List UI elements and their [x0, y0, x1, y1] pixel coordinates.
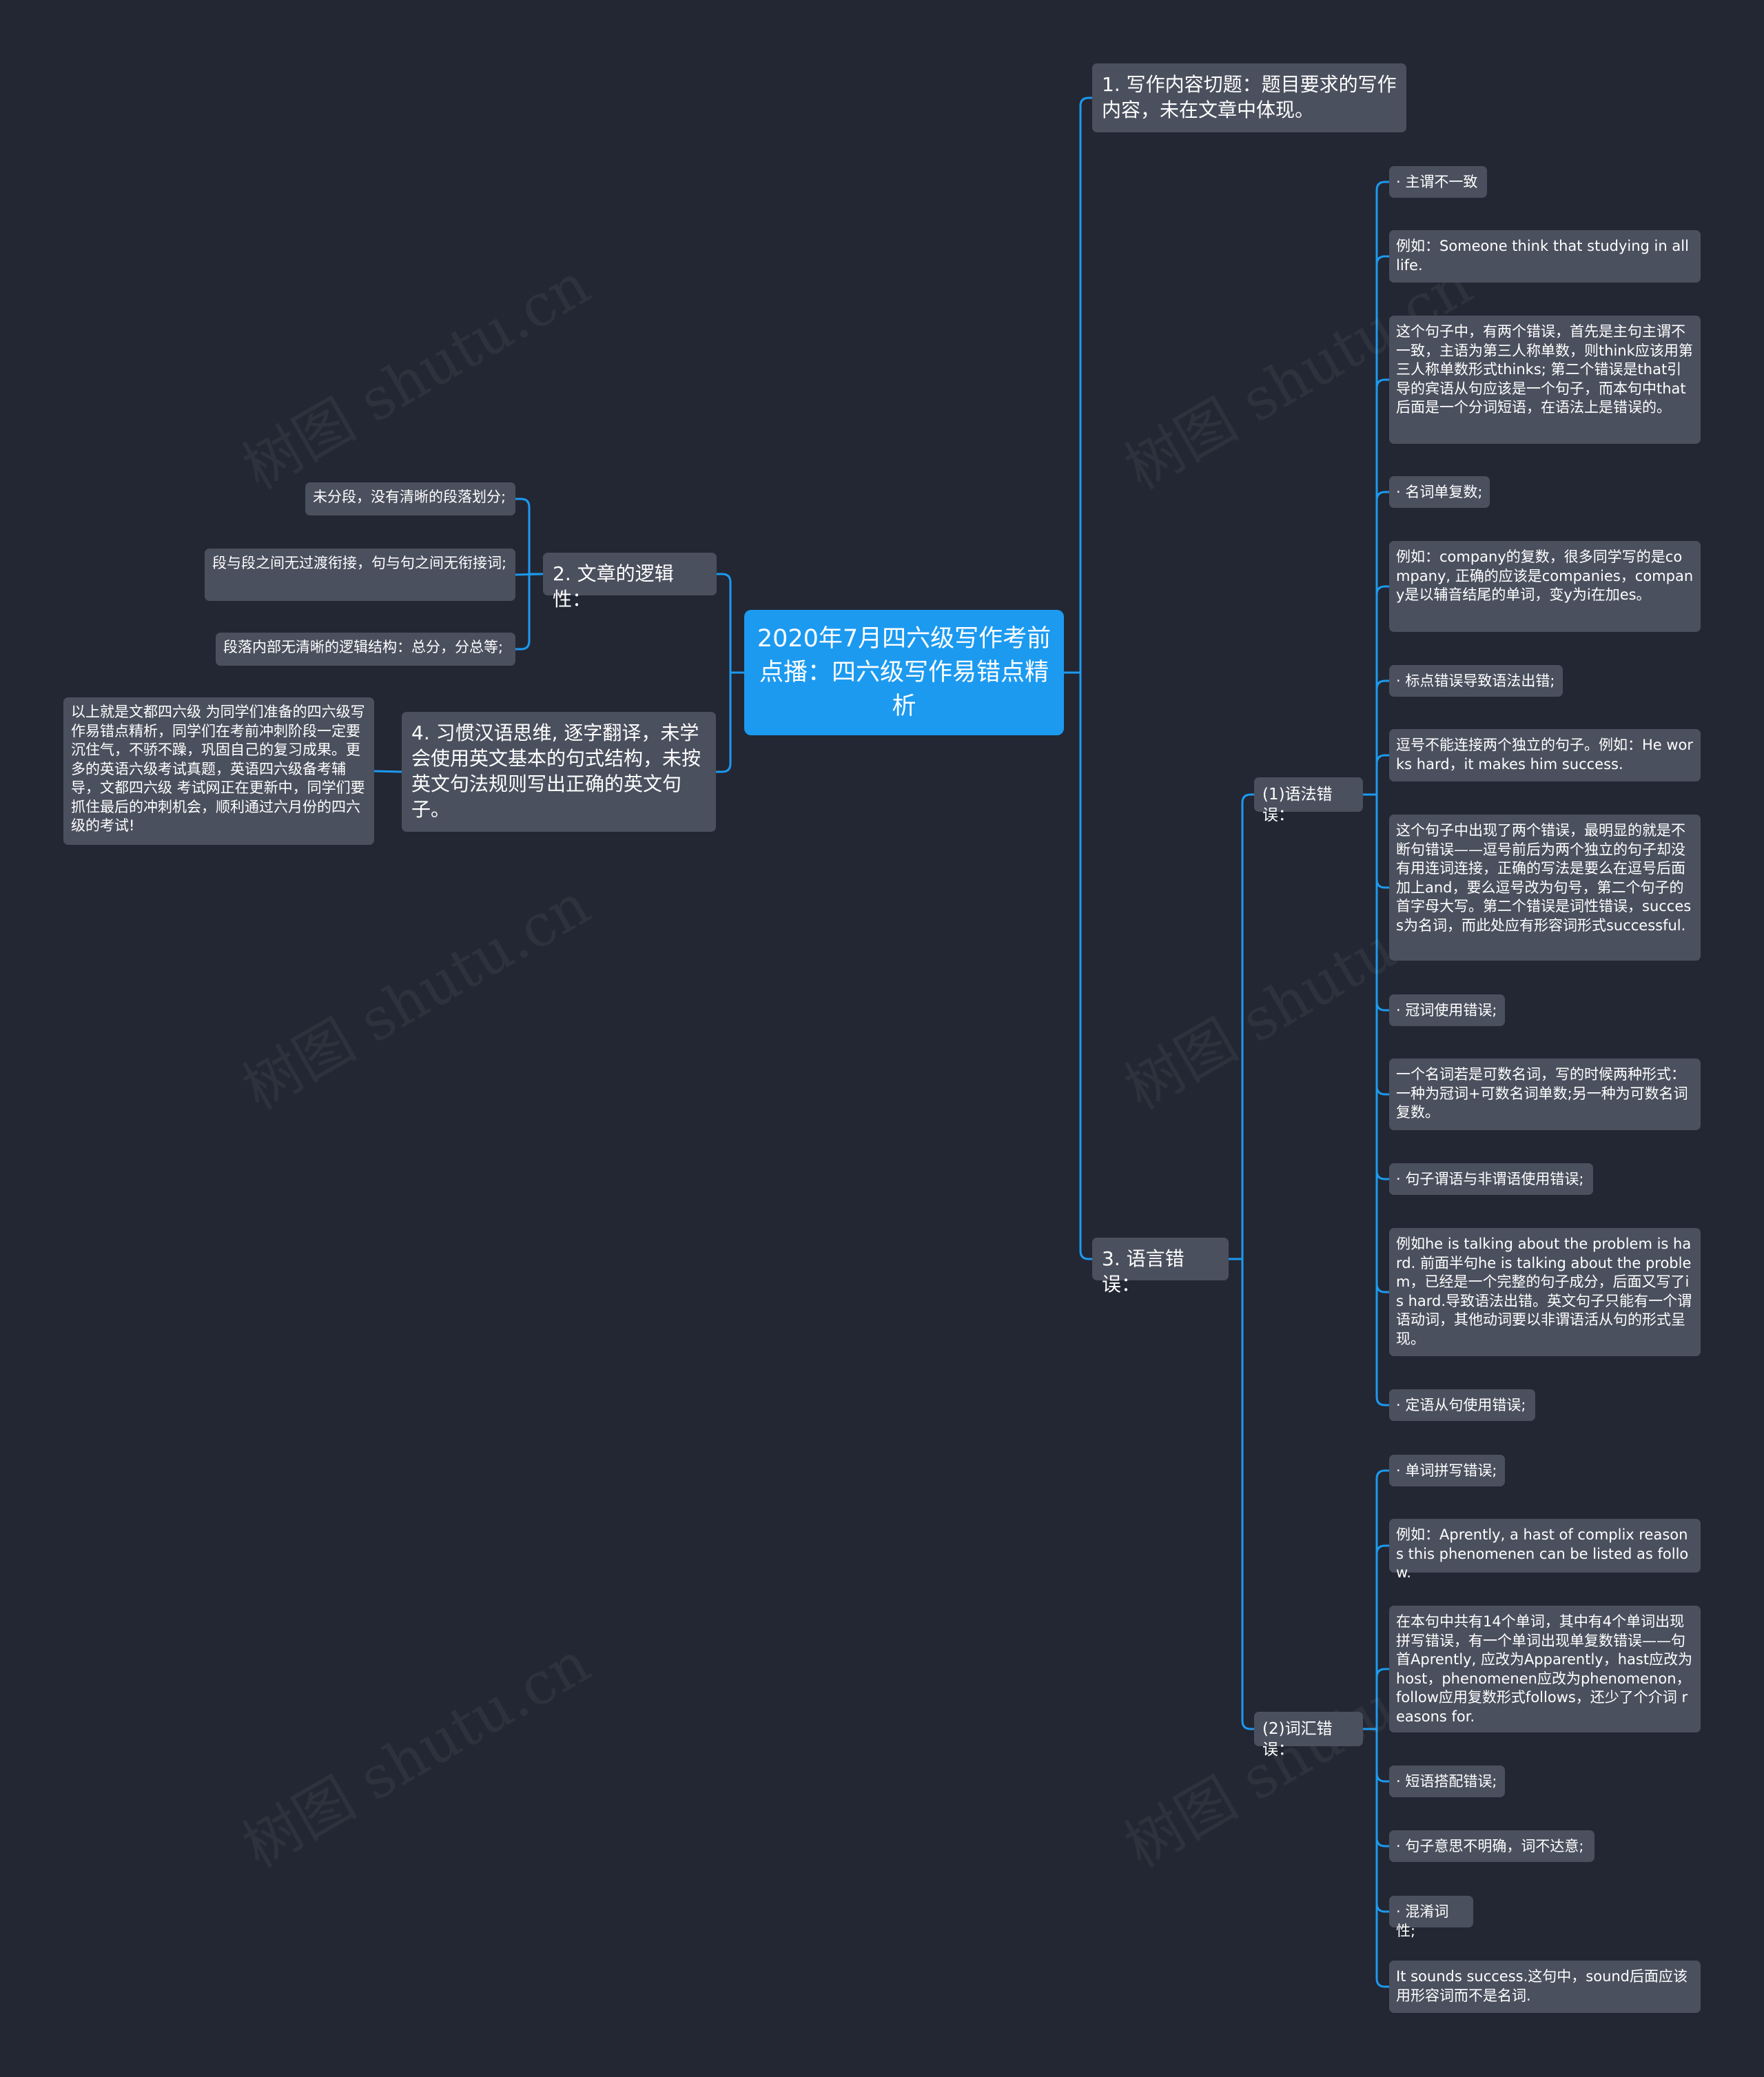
connector — [1363, 585, 1389, 796]
grammar-item[interactable]: 例如：Someone think that studying in all li… — [1389, 230, 1701, 283]
grammar-item[interactable]: 这个句子中出现了两个错误，最明显的就是不断句错误——逗号前后为两个独立的句子却没… — [1389, 815, 1701, 961]
vocab-item[interactable]: · 句子意思不明确，词不达意; — [1389, 1830, 1594, 1862]
summary-note[interactable]: 以上就是文都四六级 为同学们准备的四六级写作易错点精析，同学们在考前冲刺阶段一定… — [63, 697, 374, 845]
connector — [1363, 1728, 1389, 1988]
vocab-item[interactable]: 例如：Aprently, a hast of complix reasons t… — [1389, 1519, 1701, 1581]
grammar-item[interactable]: · 冠词使用错误; — [1389, 994, 1505, 1026]
connector — [1229, 1258, 1254, 1730]
vocab-item[interactable]: · 混淆词性; — [1389, 1896, 1473, 1939]
grammar-item[interactable]: 逗号不能连接两个独立的句子。例如：He works hard，it makes … — [1389, 729, 1701, 781]
logic-item[interactable]: 段与段之间无过渡衔接，句与句之间无衔接词; — [205, 549, 515, 601]
connector — [515, 573, 543, 651]
branch-chinese-thinking[interactable]: 4. 习惯汉语思维, 逐字翻译，未学会使用英文基本的句式结构，未按英文句法规则写… — [402, 712, 716, 832]
connector — [1363, 181, 1389, 796]
connector — [1363, 754, 1389, 796]
connector — [1363, 255, 1389, 796]
root-topic-text: 2020年7月四六级写作考前点播：四六级写作易错点精析 — [757, 624, 1052, 720]
branch-logic[interactable]: 2. 文章的逻辑性： — [543, 553, 717, 611]
logic-item[interactable]: 段落内部无清晰的逻辑结构：总分，分总等; — [216, 633, 515, 666]
vocab-item[interactable]: · 短语搭配错误; — [1389, 1766, 1505, 1797]
connector — [716, 671, 744, 773]
grammar-item[interactable]: · 定语从句使用错误; — [1389, 1389, 1535, 1421]
connector — [1064, 96, 1092, 674]
connector — [1363, 1668, 1389, 1730]
connector — [515, 498, 543, 575]
connector — [1363, 793, 1389, 1406]
grammar-item[interactable]: 一个名词若是可数名词，写的时候两种形式：一种为冠词+可数名词单数;另一种为可数名… — [1389, 1058, 1701, 1130]
grammar-item[interactable]: 例如：company的复数，很多同学写的是company, 正确的应该是comp… — [1389, 541, 1701, 632]
root-topic[interactable]: 2020年7月四六级写作考前点播：四六级写作易错点精析 — [744, 610, 1064, 735]
connector — [373, 770, 402, 773]
connector — [1363, 1469, 1389, 1730]
connector — [1363, 1544, 1389, 1730]
connector — [717, 573, 744, 674]
vocab-item[interactable]: · 单词拼写错误; — [1389, 1455, 1505, 1486]
connector — [1363, 679, 1389, 796]
grammar-item[interactable]: · 名词单复数; — [1389, 476, 1490, 508]
subbranch-vocabulary-errors[interactable]: (2)词汇错误： — [1254, 1712, 1363, 1759]
connector — [1363, 378, 1389, 796]
connector — [1229, 793, 1254, 1260]
grammar-item[interactable]: 例如he is talking about the problem is har… — [1389, 1228, 1701, 1356]
subbranch-grammar-errors[interactable]: (1)语法错误： — [1254, 777, 1363, 824]
branch-language-errors[interactable]: 3. 语言错误： — [1092, 1238, 1229, 1296]
vocab-item[interactable]: 在本句中共有14个单词，其中有4个单词出现拼写错误，有一个单词出现单复数错误——… — [1389, 1606, 1701, 1732]
vocab-item[interactable]: It sounds success.这句中，sound后面应该用形容词而不是名词… — [1389, 1961, 1701, 2013]
grammar-item[interactable]: · 主谓不一致 — [1389, 166, 1487, 198]
grammar-item[interactable]: · 句子谓语与非谓语使用错误; — [1389, 1163, 1593, 1195]
branch-content-relevance[interactable]: 1. 写作内容切题：题目要求的写作内容，未在文章中体现。 — [1092, 63, 1406, 132]
logic-item[interactable]: 未分段，没有清晰的段落划分; — [305, 482, 515, 515]
connector — [1064, 671, 1092, 1260]
grammar-item[interactable]: 这个句子中，有两个错误，首先是主句主谓不一致，主语为第三人称单数，则think应… — [1389, 316, 1701, 444]
connector — [1363, 491, 1389, 796]
grammar-item[interactable]: · 标点错误导致语法出错; — [1389, 665, 1563, 697]
